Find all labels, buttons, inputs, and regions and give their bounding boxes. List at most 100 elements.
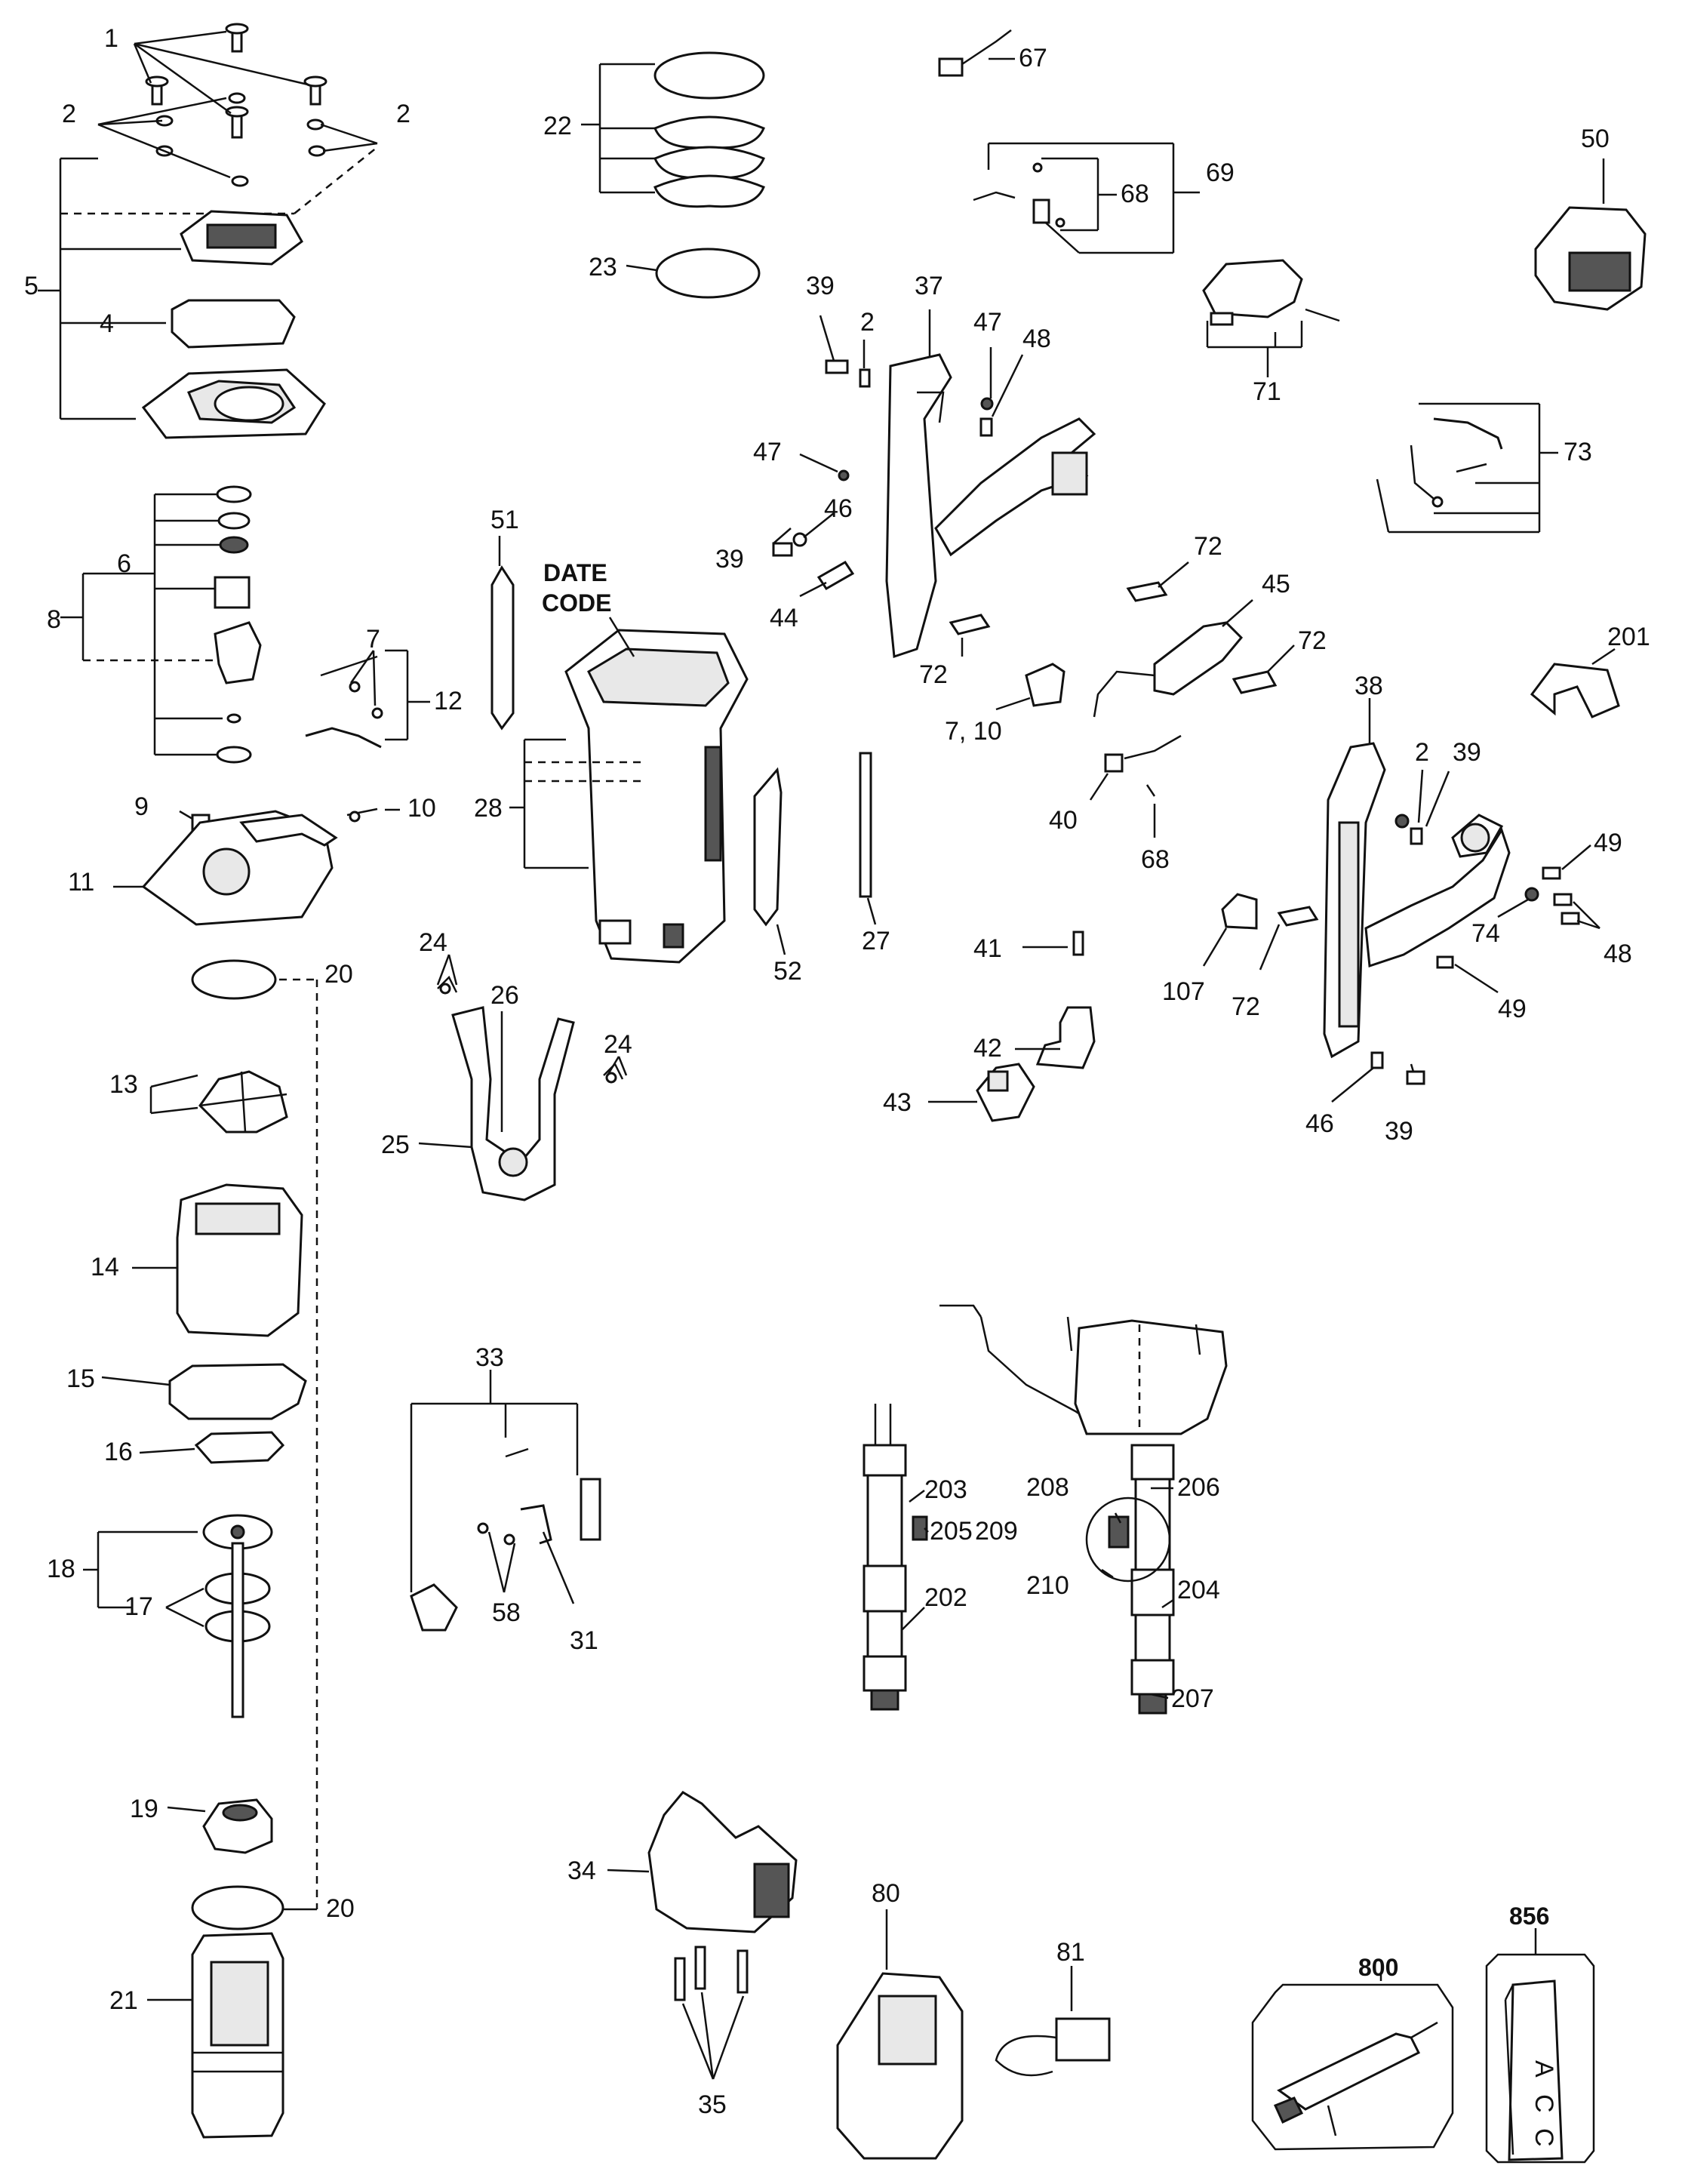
label-207: 207 <box>1171 1684 1214 1713</box>
washer-part-2 <box>155 92 326 187</box>
seal-stack-part-6 <box>214 485 262 764</box>
label-71: 71 <box>1253 377 1281 406</box>
label-26: 26 <box>490 981 519 1010</box>
label-52: 52 <box>773 957 802 986</box>
label-38: 38 <box>1355 672 1383 700</box>
label-81: 81 <box>1056 1938 1085 1967</box>
label-4: 4 <box>100 309 114 338</box>
base-plate-part-11 <box>141 810 338 926</box>
cylinder-head <box>141 368 326 439</box>
label-49: 49 <box>1498 995 1527 1023</box>
bumper-part-19 <box>202 1798 273 1854</box>
tool-kit-part-800 <box>1251 1983 1454 2151</box>
label-2: 2 <box>62 100 76 128</box>
label-210: 210 <box>1026 1571 1069 1600</box>
wiring-part-73 <box>1410 417 1503 508</box>
gasket-part-4 <box>171 299 296 349</box>
spring-part-41 <box>1072 931 1084 956</box>
label-72: 72 <box>919 660 948 689</box>
label-69: 69 <box>1206 158 1235 187</box>
label-80: 80 <box>872 1879 900 1908</box>
label-23: 23 <box>589 253 617 281</box>
label-47: 47 <box>973 308 1002 337</box>
label-24: 24 <box>604 1030 632 1059</box>
label-39: 39 <box>1385 1117 1413 1146</box>
label-67: 67 <box>1019 44 1047 72</box>
label-22: 22 <box>543 112 572 140</box>
label-205: 205 <box>930 1517 973 1546</box>
label-68: 68 <box>1121 180 1149 208</box>
bracket-part-42 <box>1035 1006 1096 1069</box>
label-41: 41 <box>973 934 1002 963</box>
insert-part-52 <box>753 767 783 927</box>
label-107: 107 <box>1162 977 1205 1006</box>
label-20: 20 <box>324 960 353 989</box>
motor-part-14 <box>176 1183 303 1337</box>
label-31: 31 <box>570 1626 598 1655</box>
label-48: 48 <box>1022 325 1051 353</box>
kit-letter-c1: C <box>1530 2094 1558 2113</box>
label-856: 856 <box>1509 1903 1549 1930</box>
label-15: 15 <box>66 1364 95 1393</box>
label-43: 43 <box>883 1088 912 1117</box>
label-7-10: 7, 10 <box>945 717 1002 746</box>
center-column-parts <box>410 51 1111 2160</box>
label-72: 72 <box>1232 992 1260 1021</box>
label-20: 20 <box>326 1894 355 1923</box>
charger-part-81 <box>995 2017 1111 2077</box>
label-34: 34 <box>567 1856 596 1885</box>
latch-part-71 <box>1202 259 1340 326</box>
insert-part-51 <box>490 565 515 731</box>
gasket-part-15 <box>168 1363 307 1420</box>
label-13: 13 <box>109 1070 138 1099</box>
right-column-parts <box>772 29 1647 2164</box>
date-code-label-line1: DATE <box>543 559 607 586</box>
o-ring-part-20-lower <box>191 1885 284 1930</box>
cylinder-cap <box>180 210 303 266</box>
label-33: 33 <box>475 1343 504 1372</box>
trigger-parts-33 <box>410 1447 601 1632</box>
piston-part-18 <box>202 1514 273 1718</box>
label-206: 206 <box>1177 1473 1220 1502</box>
cover-part-34 <box>647 1791 798 1933</box>
label-209: 209 <box>975 1517 1018 1546</box>
label-58: 58 <box>492 1598 521 1627</box>
label-45: 45 <box>1262 570 1290 598</box>
ring-part-23 <box>655 248 761 299</box>
label-51: 51 <box>490 506 519 534</box>
label-16: 16 <box>104 1438 133 1466</box>
label-74: 74 <box>1471 919 1500 948</box>
label-10: 10 <box>407 794 436 823</box>
label-72: 72 <box>1298 626 1327 655</box>
sensor-part-40 <box>1104 734 1182 797</box>
label-202: 202 <box>924 1583 967 1612</box>
label-800: 800 <box>1358 1954 1398 1981</box>
label-24: 24 <box>419 928 447 957</box>
label-2: 2 <box>860 308 875 337</box>
pin-part-10 <box>346 807 378 823</box>
label-39: 39 <box>715 545 744 574</box>
wire-set-part-68 <box>973 162 1065 228</box>
screw-part-24 <box>437 975 624 1084</box>
label-73: 73 <box>1564 438 1592 466</box>
cylinder-part-21 <box>191 1932 284 2139</box>
battery-pack-part-50 <box>1534 206 1647 311</box>
label-7: 7 <box>366 625 380 654</box>
bracket-part-25 <box>451 1006 575 1201</box>
hanger-part-201 <box>1530 663 1620 718</box>
label-12: 12 <box>434 687 463 715</box>
label-49: 49 <box>1594 829 1622 857</box>
label-47: 47 <box>753 438 782 466</box>
label-208: 208 <box>1026 1473 1069 1502</box>
tool-kit-part-856 <box>1485 1953 1595 2164</box>
part-number-labels: 1 2 2 5 4 6 8 7 12 9 10 11 20 13 14 15 1… <box>24 24 1650 2147</box>
handle-half-part-38 <box>1323 742 1511 1059</box>
label-17: 17 <box>125 1592 153 1621</box>
label-25: 25 <box>381 1130 410 1159</box>
module-part-45 <box>1093 621 1244 718</box>
label-5: 5 <box>24 272 38 300</box>
label-50: 50 <box>1581 125 1610 153</box>
label-6: 6 <box>117 549 131 578</box>
rod-part-27 <box>859 752 872 898</box>
